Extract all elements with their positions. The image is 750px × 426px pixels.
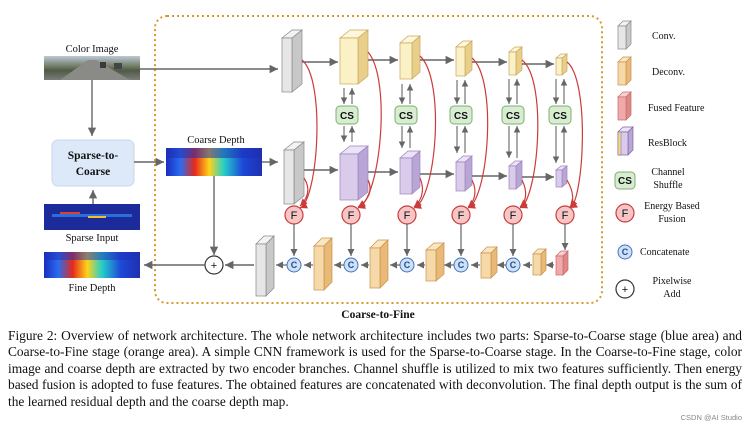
color-encoder-block-2 bbox=[399, 35, 421, 80]
fusion-node-6: F bbox=[555, 205, 575, 225]
legend-label-add-2: Add bbox=[663, 289, 680, 300]
fusion-to-concat-arrows bbox=[290, 224, 569, 256]
decoder-deconv-4 bbox=[480, 246, 498, 279]
decoder-deconv-1 bbox=[313, 237, 333, 291]
color-encoder-block-1 bbox=[339, 29, 369, 85]
legend-label-f-1: Energy Based bbox=[644, 201, 700, 212]
svg-text:CS: CS bbox=[553, 111, 567, 122]
svg-text:C: C bbox=[458, 260, 465, 270]
fusion-node-2: F bbox=[341, 205, 361, 225]
resblock-block-icon bbox=[617, 126, 634, 156]
depth-encoder-block-3 bbox=[455, 155, 473, 192]
svg-text:F: F bbox=[510, 210, 517, 222]
concat-node-3: C bbox=[399, 257, 415, 273]
svg-text:CS: CS bbox=[618, 176, 632, 187]
legend-label-add-1: Pixelwise bbox=[653, 276, 692, 287]
channel-shuffle-column-4: CS bbox=[501, 79, 525, 158]
sparse-to-coarse-label-line2: Coarse bbox=[76, 166, 111, 178]
fine-depth-map bbox=[44, 252, 140, 278]
fine-depth-label: Fine Depth bbox=[69, 283, 117, 294]
svg-text:CS: CS bbox=[399, 111, 413, 122]
svg-text:C: C bbox=[622, 247, 629, 257]
concat-node-5: C bbox=[505, 257, 521, 273]
svg-text:C: C bbox=[404, 260, 411, 270]
svg-text:CS: CS bbox=[506, 111, 520, 122]
deconv-block-icon bbox=[617, 56, 632, 86]
concatenate-icon: C bbox=[617, 244, 633, 260]
svg-text:+: + bbox=[622, 284, 628, 296]
channel-shuffle-column-2: CS bbox=[394, 84, 418, 148]
svg-text:F: F bbox=[458, 210, 465, 222]
depth-encoder-conv bbox=[283, 141, 305, 205]
legend-label-f-2: Fusion bbox=[658, 214, 685, 225]
fusion-node-4: F bbox=[451, 205, 471, 225]
color-encoder-block-4 bbox=[508, 46, 523, 76]
sparse-input-label: Sparse Input bbox=[66, 233, 119, 244]
legend-label-cs-2: Shuffle bbox=[653, 180, 683, 191]
concat-node-2: C bbox=[343, 257, 359, 273]
fused-feature-block bbox=[555, 250, 569, 276]
depth-encoder-block-2 bbox=[399, 150, 421, 195]
fusion-node-5: F bbox=[503, 205, 523, 225]
sparse-to-coarse-stage bbox=[51, 139, 135, 187]
coarse-to-fine-stage-area bbox=[154, 15, 603, 304]
svg-text:C: C bbox=[291, 260, 298, 270]
svg-text:F: F bbox=[404, 210, 411, 222]
channel-shuffle-column-3: CS bbox=[449, 80, 473, 153]
legend-label-cs-1: Channel bbox=[651, 167, 685, 178]
fused-feature-block-icon bbox=[617, 91, 632, 121]
decoder-output-conv bbox=[255, 235, 275, 297]
svg-text:C: C bbox=[510, 260, 517, 270]
svg-text:+: + bbox=[211, 260, 217, 272]
legend-label-concat: Concatenate bbox=[640, 247, 690, 258]
sparse-to-coarse-label-line1: Sparse-to- bbox=[68, 150, 119, 162]
sparse-input-thumbnail bbox=[44, 204, 140, 230]
network-architecture-diagram: Coarse-to-Fine Color Image Sparse-to- Co… bbox=[44, 15, 705, 321]
figure-caption: Figure 2: Overview of network architectu… bbox=[8, 328, 742, 409]
channel-shuffle-icon: CS bbox=[614, 171, 636, 190]
coarse-depth-map bbox=[166, 148, 262, 176]
svg-text:CS: CS bbox=[454, 111, 468, 122]
legend-label-fused: Fused Feature bbox=[648, 103, 705, 114]
coarse-depth-label: Coarse Depth bbox=[187, 135, 245, 146]
depth-encoder-block-1 bbox=[339, 145, 369, 201]
stage-title: Coarse-to-Fine bbox=[341, 309, 414, 321]
legend-label-resblock: ResBlock bbox=[648, 138, 687, 149]
fusion-node-1: F bbox=[284, 205, 304, 225]
color-encoder-block-3 bbox=[455, 40, 473, 77]
watermark: CSDN @AI Studio bbox=[680, 413, 742, 422]
depth-encoder-block-4 bbox=[508, 160, 523, 190]
svg-text:CS: CS bbox=[340, 111, 354, 122]
decoder-deconv-2 bbox=[369, 239, 389, 289]
color-encoder-conv bbox=[281, 29, 303, 93]
legend-label-deconv: Deconv. bbox=[652, 67, 685, 78]
pixelwise-add-node: + bbox=[204, 255, 224, 275]
svg-text:F: F bbox=[291, 210, 298, 222]
pixelwise-add-icon: + bbox=[615, 279, 635, 299]
color-encoder-block-5 bbox=[555, 53, 568, 76]
conv-block-icon bbox=[617, 20, 632, 50]
legend-label-conv: Conv. bbox=[652, 31, 676, 42]
channel-shuffle-column-5: CS bbox=[548, 79, 572, 163]
decoder-deconv-3 bbox=[425, 242, 445, 282]
concat-node-1: C bbox=[286, 257, 302, 273]
fusion-input-arrows bbox=[299, 51, 583, 209]
svg-text:F: F bbox=[562, 210, 569, 222]
channel-shuffle-column-1: CS bbox=[335, 88, 359, 142]
svg-text:F: F bbox=[348, 210, 355, 222]
depth-encoder-block-5 bbox=[555, 165, 568, 188]
decoder-deconv-5 bbox=[532, 248, 547, 276]
legend: Conv. Deconv. Fused Feature ResBlock CS … bbox=[614, 20, 705, 300]
color-image-label: Color Image bbox=[66, 44, 119, 55]
svg-text:C: C bbox=[348, 260, 355, 270]
energy-fusion-icon: F bbox=[615, 203, 635, 223]
concat-node-4: C bbox=[453, 257, 469, 273]
svg-text:F: F bbox=[622, 208, 629, 220]
fusion-node-3: F bbox=[397, 205, 417, 225]
color-image-thumbnail bbox=[44, 56, 140, 80]
